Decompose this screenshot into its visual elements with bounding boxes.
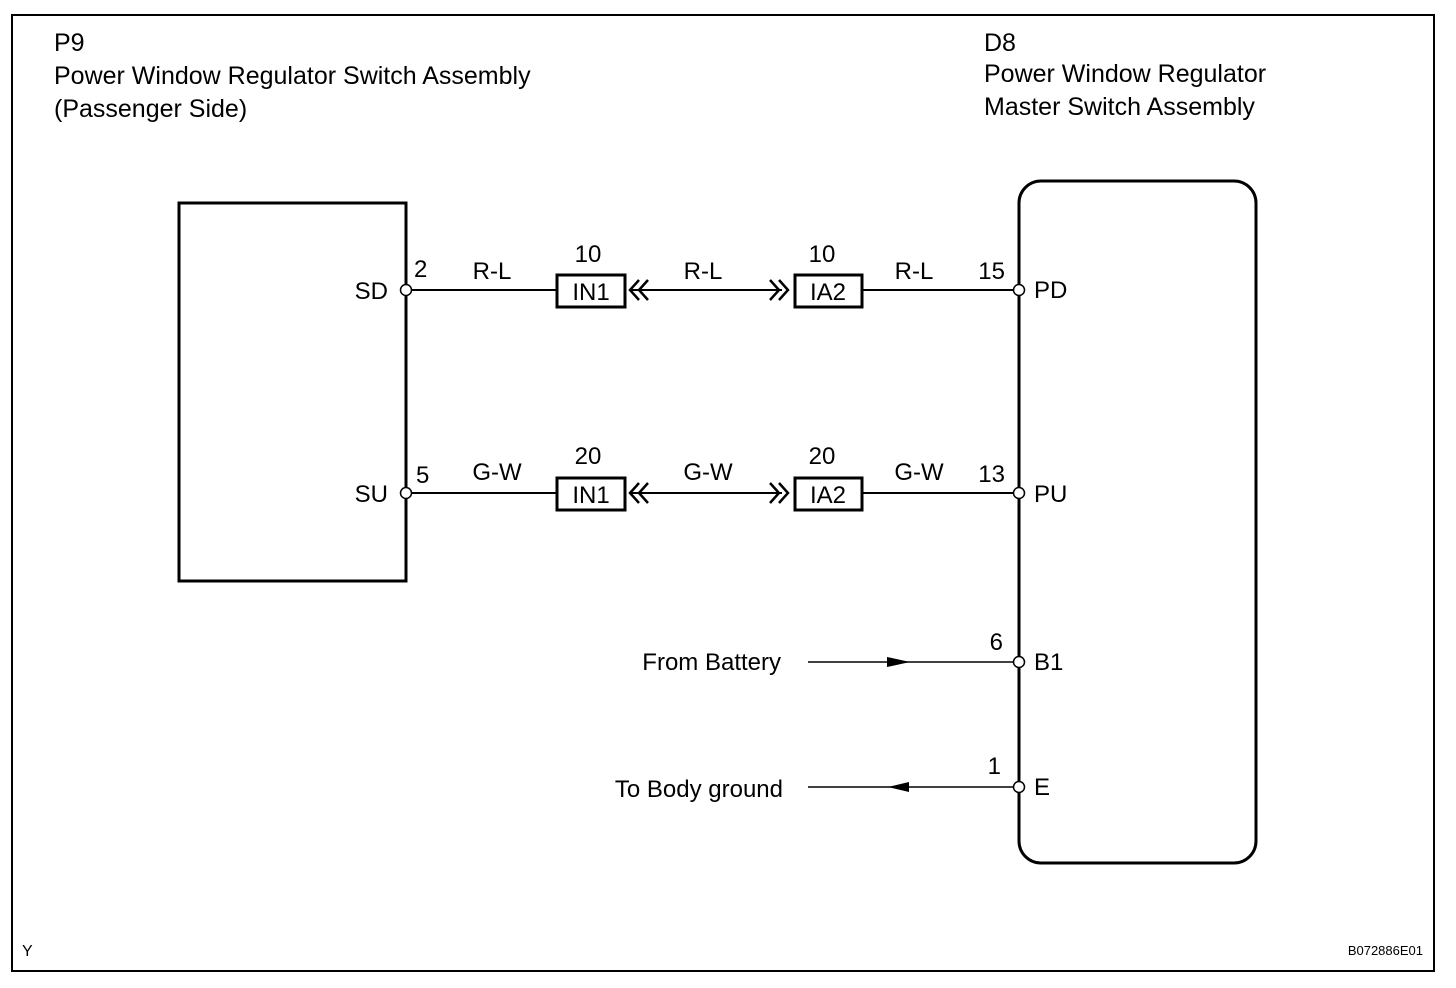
wire-color-label: R-L <box>684 258 723 285</box>
connector-in1 <box>555 476 627 512</box>
terminal-node <box>399 486 413 500</box>
terminal-node <box>1012 780 1026 794</box>
wire-color-label: G-W <box>683 459 733 486</box>
connector-ia2 <box>793 476 864 512</box>
connector-pin-label: 10 <box>809 241 836 268</box>
left-component-name-line2: (Passenger Side) <box>54 95 247 123</box>
pin-label-1: 1 <box>988 753 1001 780</box>
pin-label-5: 5 <box>416 462 429 489</box>
corner-mark: Y <box>22 943 33 960</box>
terminal-node <box>399 283 413 297</box>
connector-label: IN1 <box>572 482 609 509</box>
right-component-name-line1: Power Window Regulator <box>984 60 1266 88</box>
connector-label: IA2 <box>810 482 846 509</box>
from-battery-label: From Battery <box>642 649 781 676</box>
wire-color-label: R-L <box>895 258 934 285</box>
male-connector-icon <box>769 482 790 504</box>
arrow-left-icon <box>888 782 909 792</box>
pin-label-13: 13 <box>978 461 1005 488</box>
connector-in1 <box>555 273 627 309</box>
left-component-code: P9 <box>54 29 85 57</box>
figure-id: B072886E01 <box>1348 943 1423 958</box>
terminal-node <box>1012 655 1026 669</box>
to-body-ground-label: To Body ground <box>615 776 783 803</box>
connector-label: IA2 <box>810 279 846 306</box>
right-component-box <box>1017 179 1258 865</box>
wire-color-label: R-L <box>473 258 512 285</box>
circuit-su-pu: SU 5 G-W IN1 20 G-W IA2 20 G-W 13 PU <box>355 443 1067 512</box>
terminal-label-sd: SD <box>355 278 388 305</box>
terminal-label-e: E <box>1034 774 1050 801</box>
diagram-frame <box>11 14 1435 972</box>
terminal-node <box>1012 486 1026 500</box>
connector-pin-label: 20 <box>809 443 836 470</box>
right-component-name-line2: Master Switch Assembly <box>984 93 1255 121</box>
terminal-label-pd: PD <box>1034 277 1067 304</box>
pin-label-15: 15 <box>978 258 1005 285</box>
terminal-label-b1: B1 <box>1034 649 1063 676</box>
ground-output: To Body ground 1 E <box>615 753 1050 803</box>
right-component-code: D8 <box>984 29 1016 57</box>
terminal-label-su: SU <box>355 481 388 508</box>
connector-label: IN1 <box>572 279 609 306</box>
left-component-box <box>177 201 408 583</box>
arrow-right-icon <box>887 657 910 667</box>
terminal-label-pu: PU <box>1034 481 1067 508</box>
wire-color-label: G-W <box>894 459 944 486</box>
circuit-sd-pd: SD 2 R-L IN1 10 R-L IA2 10 R-L 15 PD <box>355 241 1067 309</box>
connector-pin-label: 10 <box>575 241 602 268</box>
power-input: From Battery 6 B1 <box>642 629 1063 676</box>
terminal-node <box>1012 283 1026 297</box>
male-connector-icon <box>769 279 790 301</box>
pin-label-6: 6 <box>990 629 1003 656</box>
pin-label-2: 2 <box>414 256 427 283</box>
left-component-name-line1: Power Window Regulator Switch Assembly <box>54 62 531 90</box>
connector-pin-label: 20 <box>575 443 602 470</box>
wire-color-label: G-W <box>472 459 522 486</box>
